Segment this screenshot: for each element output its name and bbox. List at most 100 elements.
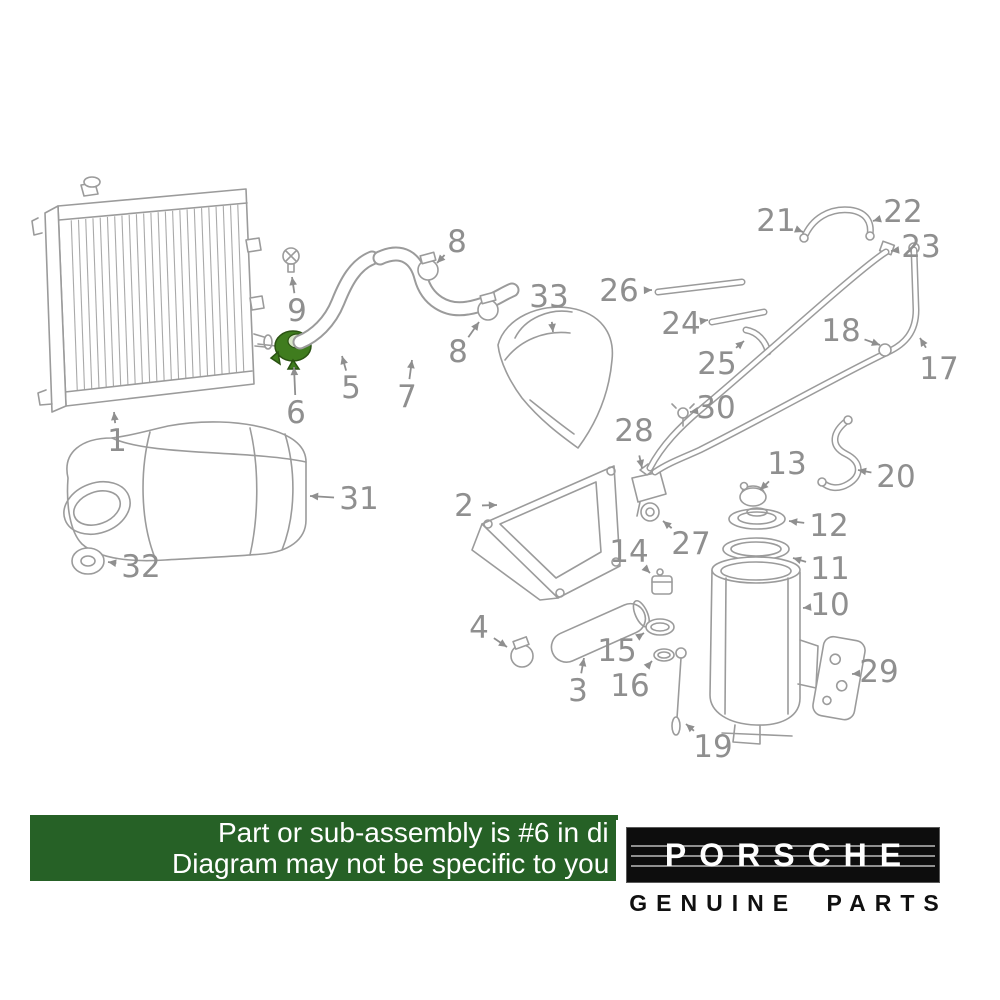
part-21-22-hose	[799, 206, 875, 243]
svg-text:8: 8	[447, 224, 467, 260]
part-23-pipe	[646, 240, 896, 472]
callout-25: 25	[697, 340, 745, 382]
svg-text:20: 20	[876, 459, 915, 495]
svg-text:3: 3	[568, 673, 588, 709]
bottom-banner: Part or sub-assembly is #6 in di Diagram…	[30, 815, 618, 881]
svg-text:21: 21	[756, 203, 795, 239]
part-26-hose	[654, 278, 746, 296]
part-8-hose-clamp-lower	[477, 291, 499, 321]
svg-text:27: 27	[671, 526, 710, 562]
svg-text:10: 10	[810, 587, 849, 623]
callout-9: 9	[287, 276, 307, 329]
svg-text:25: 25	[697, 346, 736, 382]
part-25-hose	[742, 326, 772, 356]
part-17-18-pipe	[651, 242, 920, 476]
part-31-air-duct	[63, 421, 307, 562]
svg-text:5: 5	[341, 370, 361, 406]
part-27-28-bracket	[631, 463, 667, 522]
part-33-shield	[497, 306, 614, 449]
svg-text:26: 26	[599, 273, 638, 309]
svg-text:15: 15	[597, 633, 636, 669]
svg-text:8: 8	[448, 334, 468, 370]
callout-19: 19	[685, 723, 733, 765]
callout-2: 2	[454, 488, 498, 524]
svg-text:32: 32	[121, 549, 160, 585]
svg-text:11: 11	[810, 551, 849, 587]
callout-30: 30	[689, 390, 736, 426]
callout-21: 21	[756, 203, 804, 239]
callout-14: 14	[609, 534, 651, 574]
part-10-reservoir	[709, 556, 819, 745]
svg-text:16: 16	[610, 668, 649, 704]
svg-text:4: 4	[469, 610, 489, 646]
brand-subtitle: GENUINE PARTS	[629, 890, 948, 916]
svg-text:1: 1	[107, 423, 127, 459]
callout-29: 29	[851, 654, 899, 690]
callout-8: 8	[436, 224, 467, 264]
callout-33: 33	[529, 279, 569, 333]
part-16-oring-small	[653, 648, 675, 662]
svg-text:17: 17	[919, 351, 958, 387]
svg-text:7: 7	[397, 379, 417, 415]
svg-text:12: 12	[809, 508, 848, 544]
svg-text:31: 31	[339, 481, 378, 517]
brand-logo-panel: PORSCHE GENUINE PARTS	[616, 820, 952, 926]
svg-text:13: 13	[767, 446, 806, 482]
svg-text:22: 22	[883, 194, 922, 230]
part-13-cap	[739, 481, 767, 507]
part-5-elbow-hose	[292, 250, 380, 350]
part-24-hose	[708, 308, 768, 326]
svg-text:29: 29	[859, 654, 898, 690]
porsche-logo-box: PORSCHE	[626, 827, 940, 883]
exploded-parts-diagram: 1234567889101112131415161718192021222324…	[31, 176, 959, 765]
banner-line-1: Part or sub-assembly is #6 in di	[218, 817, 609, 848]
callout-7: 7	[397, 359, 417, 415]
callout-8: 8	[448, 321, 480, 370]
part-14-sensor	[651, 568, 673, 595]
callout-32: 32	[107, 549, 161, 585]
callout-20: 20	[857, 459, 916, 495]
callout-22: 22	[872, 194, 923, 230]
logo-stripe	[631, 855, 935, 857]
part-12-lid	[728, 507, 786, 530]
svg-text:24: 24	[661, 306, 700, 342]
part-29-gasket-plate	[812, 635, 866, 721]
callout-4: 4	[469, 610, 508, 648]
svg-text:9: 9	[287, 293, 307, 329]
callout-10: 10	[802, 587, 850, 623]
callout-18: 18	[821, 313, 881, 349]
svg-text:30: 30	[696, 390, 735, 426]
brand-name: PORSCHE	[664, 837, 915, 873]
part-20-hose	[817, 415, 862, 492]
callout-15: 15	[597, 632, 645, 669]
callout-13: 13	[759, 446, 807, 491]
callout-27: 27	[662, 520, 711, 562]
svg-text:2: 2	[454, 488, 474, 524]
svg-text:14: 14	[609, 534, 648, 570]
svg-text:23: 23	[901, 229, 940, 265]
part-32-grommet	[71, 547, 105, 575]
callout-17: 17	[919, 337, 959, 387]
logo-stripe	[631, 865, 935, 867]
banner-line-2: Diagram may not be specific to you	[172, 848, 610, 879]
callout-11: 11	[792, 551, 850, 587]
part-8-hose-clamp-upper	[417, 251, 439, 281]
svg-text:28: 28	[614, 413, 653, 449]
svg-text:19: 19	[693, 729, 732, 765]
part-4-clamp	[510, 636, 534, 668]
svg-text:6: 6	[286, 395, 306, 431]
callout-31: 31	[309, 481, 379, 517]
part-15-oring	[645, 618, 675, 636]
part-9-bleeder-valve	[282, 247, 300, 273]
callout-3: 3	[568, 657, 588, 709]
logo-stripe	[631, 845, 935, 847]
part-1-radiator	[31, 176, 273, 413]
callout-5: 5	[340, 355, 361, 406]
svg-text:33: 33	[529, 279, 568, 315]
part-19-dipstick	[671, 647, 687, 736]
callout-1: 1	[107, 411, 127, 459]
callout-28: 28	[614, 413, 654, 469]
callout-12: 12	[788, 508, 849, 544]
callout-16: 16	[610, 660, 653, 704]
callout-6: 6	[286, 366, 306, 431]
